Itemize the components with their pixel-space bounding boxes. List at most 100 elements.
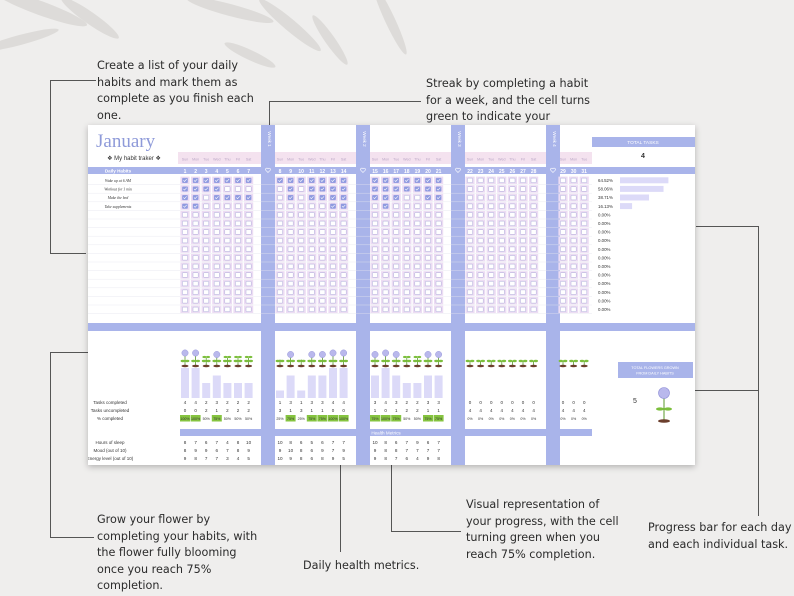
- checkbox-icon[interactable]: [340, 220, 347, 226]
- checkbox-icon[interactable]: [530, 263, 537, 269]
- checkbox-icon[interactable]: [213, 298, 220, 304]
- checkbox-icon[interactable]: [213, 238, 220, 244]
- checkbox-icon[interactable]: [330, 306, 336, 312]
- checkbox-icon[interactable]: [224, 212, 231, 218]
- checkbox-icon[interactable]: [192, 186, 199, 192]
- checkbox-icon[interactable]: [235, 272, 241, 278]
- checkbox-icon[interactable]: [213, 289, 220, 295]
- checkbox-icon[interactable]: [509, 255, 516, 261]
- checkbox-icon[interactable]: [520, 246, 526, 252]
- checkbox-icon[interactable]: [277, 246, 283, 252]
- checkbox-icon[interactable]: [520, 298, 526, 304]
- checkbox-icon[interactable]: [203, 263, 209, 269]
- checkbox-icon[interactable]: [509, 229, 516, 235]
- checkbox-icon[interactable]: [298, 272, 305, 278]
- checkbox-icon[interactable]: [467, 263, 473, 269]
- checkbox-icon[interactable]: [570, 306, 577, 312]
- checkbox-icon[interactable]: [245, 281, 252, 287]
- checkbox-icon[interactable]: [499, 229, 505, 235]
- checkbox-icon[interactable]: [182, 195, 188, 201]
- checkbox-icon[interactable]: [435, 281, 442, 287]
- checkbox-icon[interactable]: [245, 212, 252, 218]
- checkbox-icon[interactable]: [488, 220, 495, 226]
- checkbox-icon[interactable]: [477, 229, 484, 235]
- checkbox-icon[interactable]: [340, 298, 347, 304]
- checkbox-icon[interactable]: [560, 306, 566, 312]
- checkbox-icon[interactable]: [277, 195, 283, 201]
- checkbox-icon[interactable]: [330, 212, 336, 218]
- checkbox-icon[interactable]: [530, 255, 537, 261]
- checkbox-icon[interactable]: [340, 238, 347, 244]
- checkbox-icon[interactable]: [372, 246, 378, 252]
- checkbox-icon[interactable]: [277, 238, 283, 244]
- checkbox-icon[interactable]: [404, 177, 410, 183]
- checkbox-icon[interactable]: [340, 229, 347, 235]
- checkbox-icon[interactable]: [499, 212, 505, 218]
- checkbox-icon[interactable]: [581, 246, 588, 252]
- checkbox-icon[interactable]: [488, 272, 495, 278]
- checkbox-icon[interactable]: [203, 306, 209, 312]
- checkbox-icon[interactable]: [330, 195, 336, 201]
- checkbox-icon[interactable]: [581, 177, 588, 183]
- checkbox-icon[interactable]: [298, 238, 305, 244]
- checkbox-icon[interactable]: [530, 229, 537, 235]
- checkbox-icon[interactable]: [477, 195, 484, 201]
- checkbox-icon[interactable]: [245, 195, 252, 201]
- checkbox-icon[interactable]: [393, 246, 400, 252]
- checkbox-icon[interactable]: [414, 246, 421, 252]
- checkbox-icon[interactable]: [277, 220, 283, 226]
- checkbox-icon[interactable]: [467, 272, 473, 278]
- checkbox-icon[interactable]: [298, 220, 305, 226]
- checkbox-icon[interactable]: [382, 246, 389, 252]
- checkbox-icon[interactable]: [192, 229, 199, 235]
- checkbox-icon[interactable]: [467, 281, 473, 287]
- checkbox-icon[interactable]: [581, 212, 588, 218]
- checkbox-icon[interactable]: [182, 289, 188, 295]
- checkbox-icon[interactable]: [372, 255, 378, 261]
- checkbox-icon[interactable]: [340, 281, 347, 287]
- checkbox-icon[interactable]: [213, 281, 220, 287]
- checkbox-icon[interactable]: [235, 263, 241, 269]
- checkbox-icon[interactable]: [277, 255, 283, 261]
- checkbox-icon[interactable]: [372, 229, 378, 235]
- checkbox-icon[interactable]: [488, 238, 495, 244]
- checkbox-icon[interactable]: [488, 298, 495, 304]
- checkbox-icon[interactable]: [213, 229, 220, 235]
- checkbox-icon[interactable]: [435, 306, 442, 312]
- checkbox-icon[interactable]: [182, 255, 188, 261]
- checkbox-icon[interactable]: [319, 289, 326, 295]
- checkbox-icon[interactable]: [287, 289, 294, 295]
- checkbox-icon[interactable]: [182, 203, 188, 209]
- checkbox-icon[interactable]: [404, 298, 410, 304]
- checkbox-icon[interactable]: [192, 212, 199, 218]
- checkbox-icon[interactable]: [330, 263, 336, 269]
- checkbox-icon[interactable]: [224, 306, 231, 312]
- checkbox-icon[interactable]: [277, 229, 283, 235]
- checkbox-icon[interactable]: [499, 263, 505, 269]
- checkbox-icon[interactable]: [425, 203, 431, 209]
- checkbox-icon[interactable]: [560, 298, 566, 304]
- checkbox-icon[interactable]: [340, 289, 347, 295]
- checkbox-icon[interactable]: [182, 272, 188, 278]
- checkbox-icon[interactable]: [520, 306, 526, 312]
- checkbox-icon[interactable]: [509, 306, 516, 312]
- checkbox-icon[interactable]: [213, 203, 220, 209]
- checkbox-icon[interactable]: [235, 177, 241, 183]
- checkbox-icon[interactable]: [382, 229, 389, 235]
- checkbox-icon[interactable]: [213, 195, 220, 201]
- checkbox-icon[interactable]: [520, 281, 526, 287]
- checkbox-icon[interactable]: [298, 246, 305, 252]
- checkbox-icon[interactable]: [414, 263, 421, 269]
- checkbox-icon[interactable]: [414, 298, 421, 304]
- checkbox-icon[interactable]: [530, 298, 537, 304]
- checkbox-icon[interactable]: [404, 238, 410, 244]
- checkbox-icon[interactable]: [560, 289, 566, 295]
- checkbox-icon[interactable]: [298, 263, 305, 269]
- checkbox-icon[interactable]: [192, 298, 199, 304]
- checkbox-icon[interactable]: [319, 255, 326, 261]
- checkbox-icon[interactable]: [509, 246, 516, 252]
- checkbox-icon[interactable]: [245, 220, 252, 226]
- checkbox-icon[interactable]: [477, 246, 484, 252]
- checkbox-icon[interactable]: [570, 298, 577, 304]
- checkbox-icon[interactable]: [414, 186, 421, 192]
